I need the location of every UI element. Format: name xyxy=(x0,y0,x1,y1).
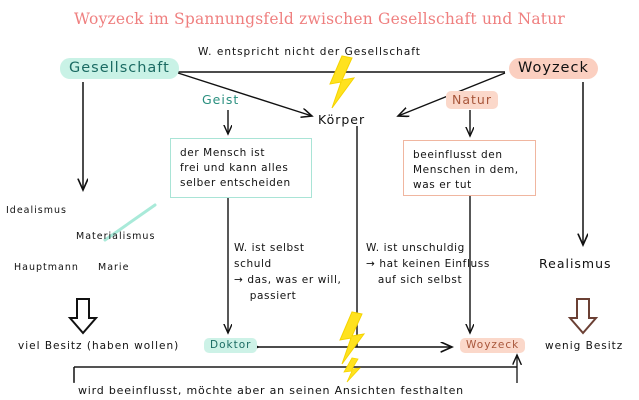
memo-left: W. ist selbst schuld → das, was er will,… xyxy=(234,240,341,304)
node-doktor-label: Doktor xyxy=(204,338,258,353)
node-gesellschaft-label: Gesellschaft xyxy=(60,58,179,79)
memo-right: W. ist unschuldig → hat keinen Einfluss … xyxy=(366,240,490,288)
memo-right-line-2: → hat keinen Einfluss xyxy=(366,258,490,270)
lightning-bolt-icon-bottom xyxy=(339,311,366,365)
box-geist-line-3: selber entscheiden xyxy=(180,177,291,189)
label-top-relation: W. entspricht nicht der Gesellschaft xyxy=(198,46,421,58)
memo-left-line-1: W. ist selbst xyxy=(234,242,305,254)
memo-right-line-1: W. ist unschuldig xyxy=(366,242,465,254)
node-woyzeck-bottom-label: Woyzeck xyxy=(460,338,526,353)
box-geist-line-1: der Mensch ist xyxy=(180,147,266,159)
bottom-caption: wird beeinflusst, möchte aber an seinen … xyxy=(78,384,464,397)
node-woyzeck-bottom[interactable]: Woyzeck xyxy=(460,338,526,353)
box-natur-line-3: was er tut xyxy=(413,179,472,191)
memo-left-line-2: schuld xyxy=(234,258,272,270)
memo-left-line-3: → das, was er will, xyxy=(234,274,342,286)
node-materialismus: Materialismus xyxy=(76,231,156,242)
node-wenig-besitz: wenig Besitz xyxy=(545,340,624,352)
node-marie: Marie xyxy=(98,262,130,273)
node-natur[interactable]: Natur xyxy=(446,91,498,109)
lightning-bolt-icon-caption xyxy=(343,357,362,383)
node-idealismus: Idealismus xyxy=(6,205,67,216)
memo-left-line-4: passiert xyxy=(234,290,297,302)
page-title: Woyzeck im Spannungsfeld zwischen Gesell… xyxy=(73,10,566,28)
box-geist-line-2: frei und kann alles xyxy=(180,162,289,174)
node-realismus: Realismus xyxy=(539,256,612,271)
lightning-bolt-icon-top xyxy=(329,55,356,109)
node-koerper[interactable]: Körper xyxy=(318,112,366,127)
node-gesellschaft[interactable]: Gesellschaft xyxy=(60,58,179,79)
node-geist[interactable]: Geist xyxy=(202,92,240,107)
box-natur-line-1: beeinflusst den xyxy=(413,149,503,161)
node-natur-label: Natur xyxy=(446,91,498,109)
node-hauptmann: Hauptmann xyxy=(14,262,79,273)
node-viel-besitz: viel Besitz (haben wollen) xyxy=(18,340,180,352)
box-geist: der Mensch ist frei und kann alles selbe… xyxy=(170,138,312,198)
node-doktor[interactable]: Doktor xyxy=(204,338,258,353)
node-woyzeck-top[interactable]: Woyzeck xyxy=(509,58,598,79)
memo-right-line-3: auf sich selbst xyxy=(366,274,463,286)
node-woyzeck-top-label: Woyzeck xyxy=(509,58,598,79)
box-natur: beeinflusst den Menschen in dem, was er … xyxy=(403,140,536,196)
box-natur-line-2: Menschen in dem, xyxy=(413,164,519,176)
